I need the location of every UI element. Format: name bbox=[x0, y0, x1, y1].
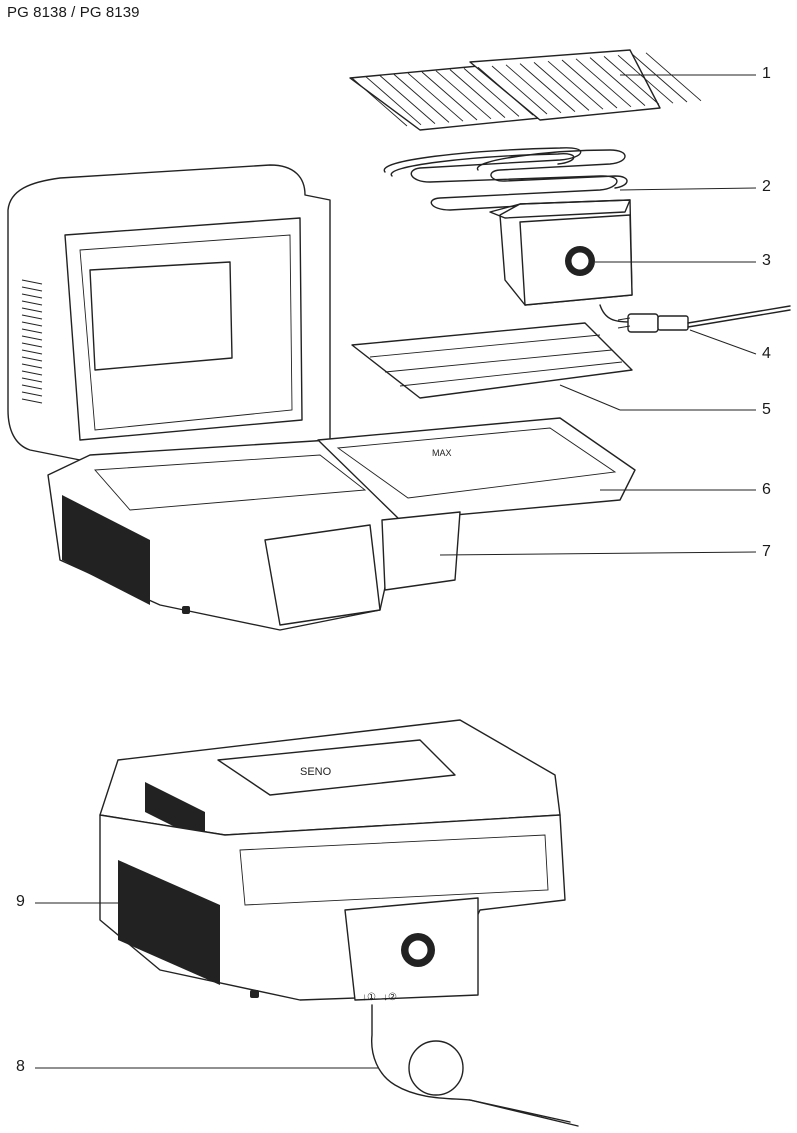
lid-vent-slot bbox=[21, 384, 43, 390]
callout-4: 4 bbox=[762, 345, 771, 362]
drip-tray-part: MAX bbox=[317, 417, 636, 521]
lid-vent-slot bbox=[21, 300, 43, 306]
grate-bar bbox=[393, 74, 450, 123]
grate-bar bbox=[645, 52, 702, 102]
callout-7: 7 bbox=[762, 543, 771, 560]
grill-grate-part bbox=[349, 49, 702, 131]
grill-body-open bbox=[7, 164, 401, 631]
temperature-probe-part bbox=[599, 304, 791, 333]
grate-bar bbox=[351, 77, 408, 127]
grill-assembled: SENO ↓① ↓② bbox=[99, 719, 579, 1127]
max-mark: MAX bbox=[432, 448, 452, 458]
grate-bar bbox=[505, 64, 562, 114]
water-container-part bbox=[381, 511, 461, 591]
grate-bar bbox=[365, 76, 422, 126]
grate-bar bbox=[603, 56, 660, 105]
grate-bar bbox=[407, 72, 464, 122]
lid-vent-slot bbox=[21, 377, 43, 383]
callout-6: 6 bbox=[762, 481, 771, 498]
grate-bar bbox=[561, 59, 618, 109]
grate-bar bbox=[477, 66, 534, 116]
grate-bar bbox=[533, 62, 590, 111]
model-title: PG 8138 / PG 8139 bbox=[7, 4, 140, 21]
lid-vent-slot bbox=[21, 370, 43, 376]
heating-element-part bbox=[383, 147, 628, 211]
grate-bar bbox=[491, 65, 548, 115]
port-1-label: ↓① bbox=[362, 992, 376, 1003]
grate-bar bbox=[449, 69, 506, 118]
callout-2: 2 bbox=[762, 178, 771, 195]
lid-vent-slot bbox=[21, 349, 43, 355]
grate-bar bbox=[519, 63, 576, 112]
lid-vent-slot bbox=[21, 314, 43, 320]
grate-bar bbox=[631, 53, 688, 103]
drip-plate-part bbox=[351, 322, 633, 399]
lid-vent-slot bbox=[21, 293, 43, 299]
lid-vent-slot bbox=[21, 279, 43, 285]
callout-5: 5 bbox=[762, 401, 771, 418]
grate-bar bbox=[575, 58, 632, 108]
lid-vent-slot bbox=[21, 363, 43, 369]
lid-vent-slot bbox=[21, 286, 43, 292]
callout-9: 9 bbox=[16, 893, 25, 910]
grate-bar bbox=[379, 75, 436, 124]
port-2-label: ↓② bbox=[383, 992, 397, 1003]
lid-vent-slot bbox=[21, 342, 43, 348]
brand-mark: SENO bbox=[300, 766, 332, 778]
lid-vent-slot bbox=[21, 307, 43, 313]
callout-8: 8 bbox=[16, 1058, 25, 1075]
grate-bar bbox=[435, 70, 492, 120]
lid-vent-slot bbox=[21, 335, 43, 341]
lid-vent-slot bbox=[21, 321, 43, 327]
callout-1: 1 bbox=[762, 65, 771, 82]
lid-vent-slot bbox=[21, 356, 43, 362]
lid-vent-slot bbox=[21, 328, 43, 334]
grate-bar bbox=[547, 60, 604, 110]
lid-vent-slot bbox=[21, 398, 43, 404]
control-unit-part bbox=[489, 199, 633, 306]
grate-bar bbox=[463, 68, 520, 117]
callout-leaders bbox=[35, 74, 757, 1069]
callout-3: 3 bbox=[762, 252, 771, 269]
grate-bar bbox=[589, 57, 646, 106]
grate-bar bbox=[421, 71, 478, 121]
grate-bar bbox=[617, 54, 674, 104]
lid-vent-slot bbox=[21, 391, 43, 397]
